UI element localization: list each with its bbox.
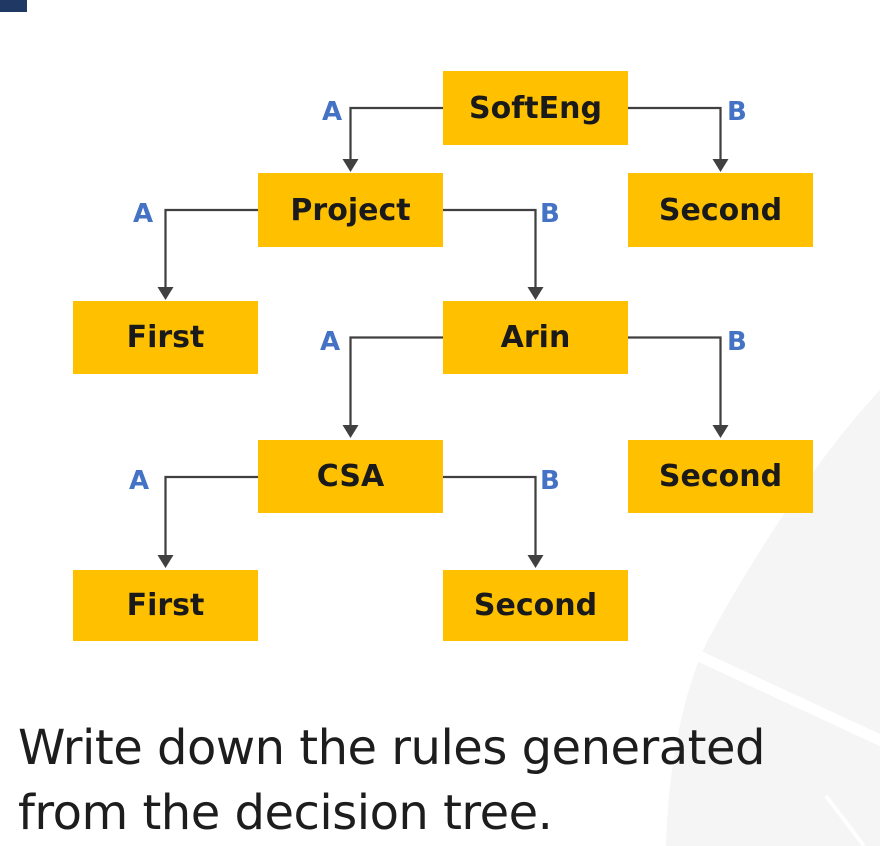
- branch-label-csa-b: B: [540, 466, 560, 496]
- branch-label-project-b: B: [540, 199, 560, 229]
- node-first-bottom-label: First: [126, 588, 205, 623]
- branch-label-softeng-a: A: [322, 97, 343, 127]
- node-second-mid-label: Second: [658, 459, 783, 494]
- branch-label-softeng-b: B: [727, 97, 747, 127]
- branch-label-project-a: A: [133, 199, 154, 229]
- node-project: Project: [258, 173, 443, 247]
- node-first-mid: First: [73, 301, 258, 374]
- corner-accent-bar: [0, 0, 27, 12]
- node-second-mid: Second: [628, 440, 813, 513]
- node-second-bottom: Second: [443, 570, 628, 641]
- node-first-mid-label: First: [126, 320, 205, 355]
- node-arin: Arin: [443, 301, 628, 374]
- caption-line-1: Write down the rules generated: [18, 720, 766, 776]
- node-softeng-label: SoftEng: [469, 90, 602, 126]
- branch-label-csa-a: A: [129, 466, 150, 496]
- node-project-label: Project: [290, 192, 411, 228]
- node-arin-label: Arin: [500, 320, 571, 355]
- node-softeng: SoftEng: [443, 71, 628, 145]
- branch-label-arin-b: B: [727, 327, 747, 357]
- node-csa: CSA: [258, 440, 443, 513]
- node-second-top: Second: [628, 173, 813, 247]
- node-second-top-label: Second: [658, 192, 783, 228]
- node-csa-label: CSA: [316, 459, 385, 494]
- node-second-bottom-label: Second: [473, 588, 598, 623]
- caption-line-2: from the decision tree.: [18, 785, 553, 841]
- branch-label-arin-a: A: [320, 327, 341, 357]
- arrowheads: [157, 159, 729, 568]
- node-first-bottom: First: [73, 570, 258, 641]
- caption: Write down the rules generated from the …: [18, 716, 868, 846]
